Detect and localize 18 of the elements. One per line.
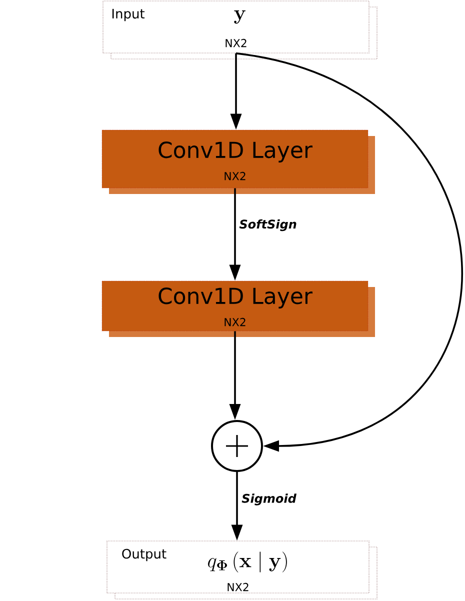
io-box: [106, 540, 378, 600]
arrow: [236, 52, 463, 452]
layer-box: [102, 280, 375, 337]
layer-title: Conv1D Layer: [158, 288, 313, 308]
shape-label: NX2: [226, 38, 246, 48]
sum-circle: [211, 420, 263, 472]
shape-label: NX2: [228, 582, 248, 592]
box-label: Output: [122, 548, 166, 562]
formula: $q_{\mathbf{\Phi}}\left(\mathbf{x}\;\middle|\;\mathbf{y}\right)$: [208, 552, 287, 572]
edge-label: SoftSign: [238, 218, 298, 232]
shape-label: NX2: [224, 172, 246, 180]
io-box: [102, 0, 378, 60]
formula: $\mathbf{y}$: [234, 10, 246, 24]
shape-label: NX2: [224, 318, 246, 326]
edge-label: Sigmoid: [240, 492, 298, 506]
layer-box: [102, 130, 375, 194]
layer-title: Conv1D Layer: [158, 142, 313, 162]
box-label: Input: [112, 8, 145, 22]
